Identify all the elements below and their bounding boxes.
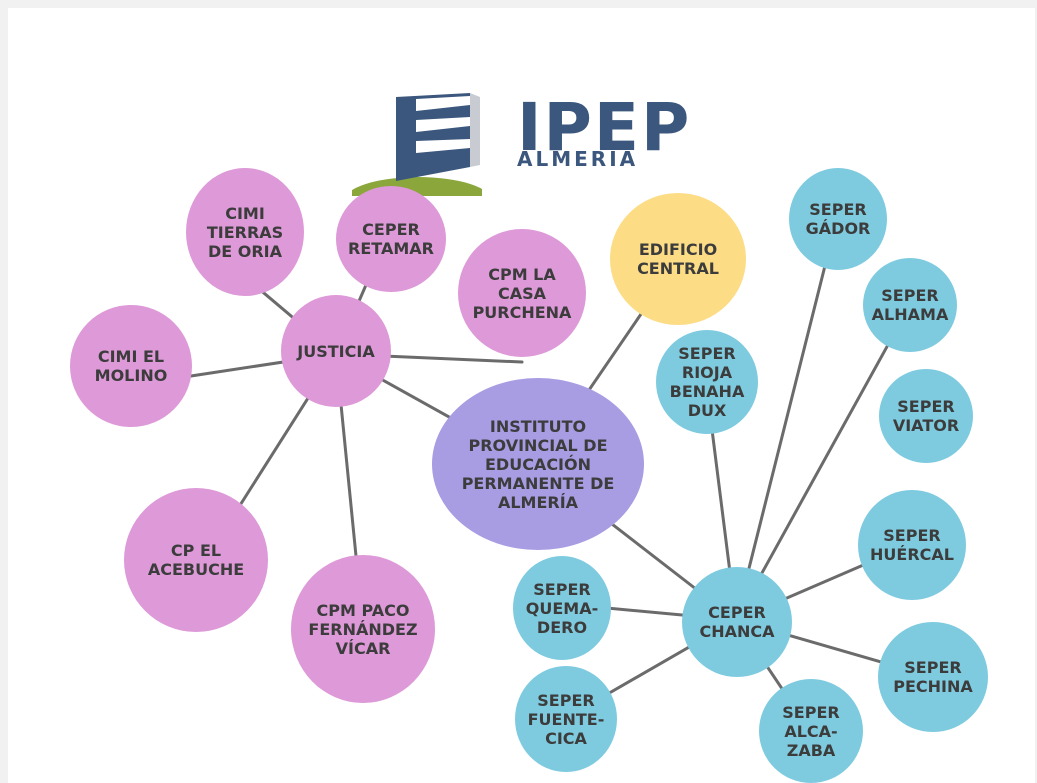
logo-brand-text: IPEP (517, 89, 692, 166)
node-cpm-la-casa-purchena: CPM LA CASA PURCHENA (458, 229, 586, 357)
node-seper-rioja-benahadux: SEPER RIOJA BENAHA DUX (656, 330, 758, 434)
node-seper-quemadero: SEPER QUEMA- DERO (513, 556, 611, 660)
node-seper-gador: SEPER GÁDOR (789, 168, 887, 270)
node-cpm-paco-fernandez-vicar: CPM PACO FERNÁNDEZ VÍCAR (291, 555, 435, 703)
node-cimi-el-molino: CIMI EL MOLINO (70, 305, 192, 427)
node-seper-huercal: SEPER HUÉRCAL (858, 490, 966, 600)
node-cimi-tierras: CIMI TIERRAS DE ORIA (186, 168, 304, 296)
node-instituto-provincial: INSTITUTO PROVINCIAL DE EDUCACIÓN PERMAN… (432, 378, 644, 550)
node-ceper-retamar: CEPER RETAMAR (336, 186, 446, 292)
node-seper-viator: SEPER VIATOR (879, 369, 973, 463)
logo-city-text: ALMERÍA (517, 147, 639, 171)
node-ceper-chanca: CEPER CHANCA (682, 567, 792, 677)
node-justicia: JUSTICIA (281, 295, 391, 407)
node-cp-el-acebuche: CP EL ACEBUCHE (124, 488, 268, 632)
node-seper-pechina: SEPER PECHINA (878, 622, 988, 732)
node-seper-alcazaba: SEPER ALCA- ZABA (759, 679, 863, 783)
building-logo-icon (352, 93, 482, 196)
ipep-logo: IPEP ALMERÍA (352, 89, 694, 196)
edge-chanca-alhama (734, 303, 912, 622)
node-edificio-central: EDIFICIO CENTRAL (610, 193, 746, 325)
edge-chanca-gador (734, 216, 839, 622)
node-seper-fuentecica: SEPER FUENTE- CICA (515, 666, 617, 772)
node-seper-alhama: SEPER ALHAMA (863, 258, 957, 352)
